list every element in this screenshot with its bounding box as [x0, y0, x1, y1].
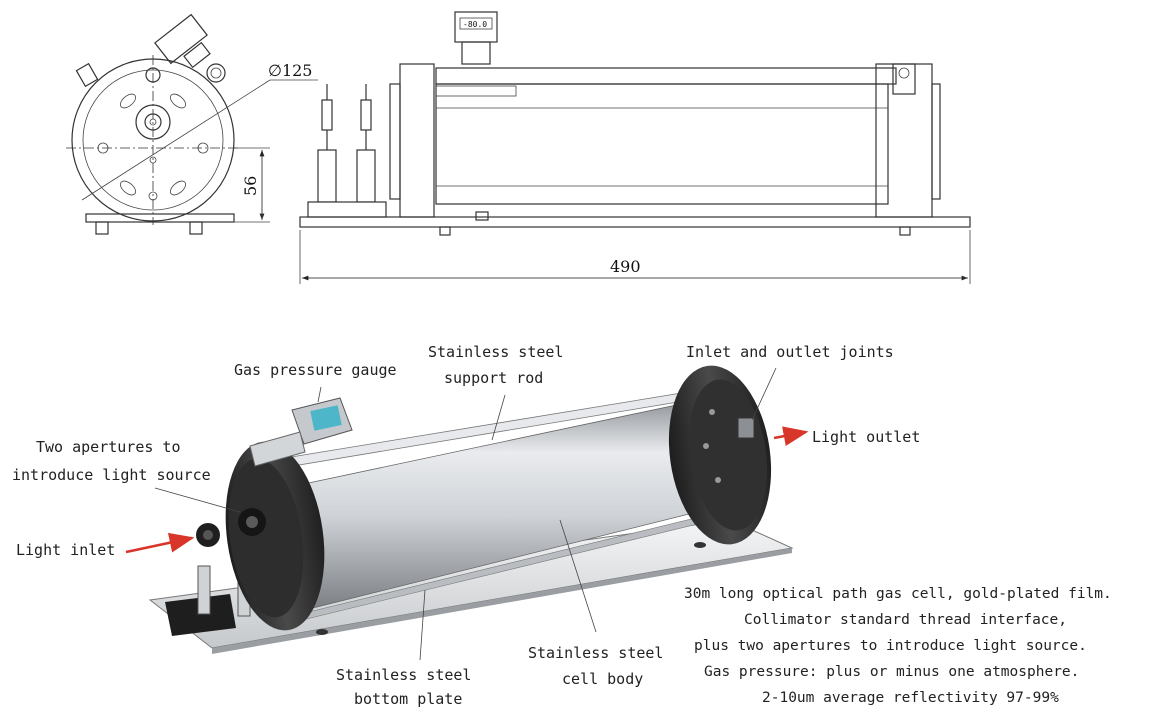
- label-support-rod-line1: Stainless steel: [428, 343, 563, 361]
- label-bottom-plate-line1: Stainless steel: [336, 666, 471, 684]
- length-dimension: 490: [610, 257, 641, 276]
- spec-line-2: Collimator standard thread interface,: [744, 612, 1067, 628]
- spec-line-4: Gas pressure: plus or minus one atmosphe…: [704, 664, 1079, 680]
- side-view-drawing: -80.0 490: [299, 11, 971, 284]
- light-inlet-arrow: [125, 532, 195, 554]
- label-two-apertures-line1: Two apertures to: [36, 438, 181, 456]
- label-bottom-plate-line2: bottom plate: [354, 690, 462, 708]
- label-cell-body-line1: Stainless steel: [528, 644, 663, 662]
- label-support-rod-line2: support rod: [444, 369, 543, 387]
- spec-line-1: 30m long optical path gas cell, gold-pla…: [684, 586, 1112, 602]
- diameter-dimension: ∅125: [268, 61, 312, 80]
- label-cell-body-line2: cell body: [562, 670, 643, 688]
- end-view-gauge: [154, 13, 226, 83]
- label-inlet-outlet-joints: Inlet and outlet joints: [686, 343, 894, 361]
- height-dimension: 56: [241, 176, 260, 196]
- leader-lines: [154, 367, 777, 661]
- spec-line-5: 2-10um average reflectivity 97-99%: [762, 690, 1059, 706]
- end-view-drawing: ∅125 56: [66, 13, 318, 235]
- light-outlet-arrow: [773, 426, 809, 446]
- outlet-joint: [737, 417, 755, 439]
- label-light-outlet: Light outlet: [812, 428, 920, 446]
- spec-line-3: plus two apertures to introduce light so…: [694, 638, 1087, 654]
- gauge-readout: -80.0: [463, 20, 487, 29]
- label-gas-pressure-gauge: Gas pressure gauge: [234, 361, 397, 379]
- label-two-apertures-line2: introduce light source: [12, 466, 211, 484]
- gas-pressure-gauge-render: [249, 397, 353, 467]
- gas-cell-render: [148, 365, 794, 654]
- label-light-inlet: Light inlet: [16, 541, 115, 559]
